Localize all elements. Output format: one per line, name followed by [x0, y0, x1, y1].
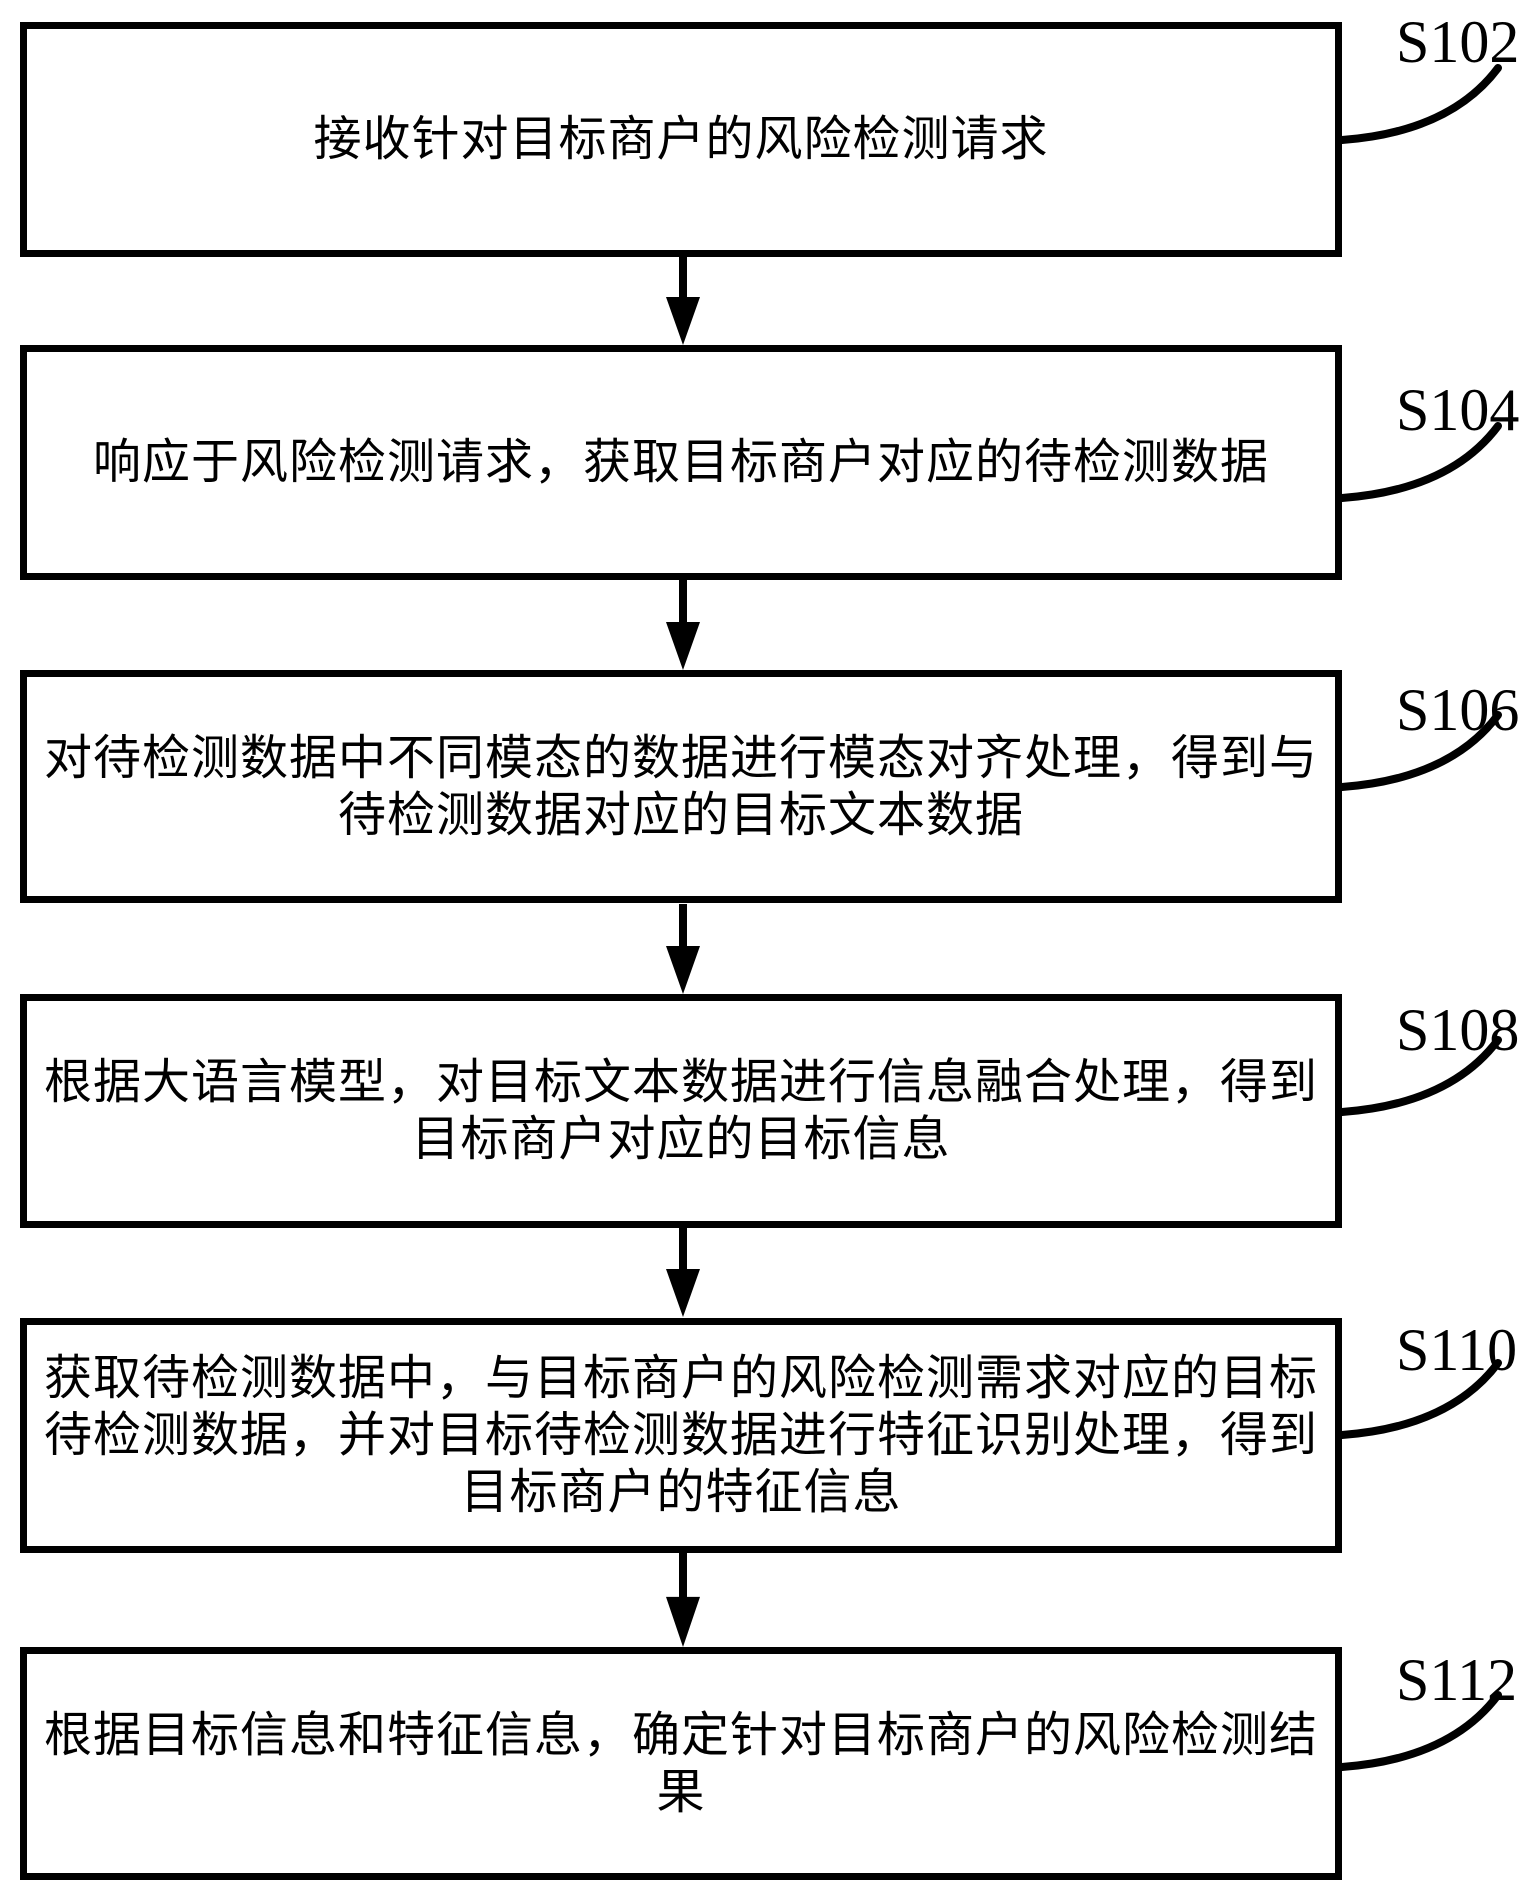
- step-text-line: 果: [656, 1765, 706, 1819]
- down-arrow-icon: [666, 255, 700, 345]
- step-text-line: 目标商户对应的目标信息: [411, 1113, 951, 1166]
- step-connector-curve: [1338, 1036, 1502, 1116]
- step-connector-curve: [1338, 1691, 1502, 1771]
- step-box-s112: 根据目标信息和特征信息，确定针对目标商户的风险检测结果: [20, 1647, 1342, 1880]
- step-label-s102: S102: [1396, 9, 1520, 75]
- step-text-line: 响应于风险检测请求，获取目标商户对应的待检测数据: [92, 436, 1269, 489]
- step-text-line: 根据目标信息和特征信息，确定针对目标商户的风险检测结: [43, 1708, 1318, 1762]
- step-box-s102: 接收针对目标商户的风险检测请求: [20, 22, 1342, 257]
- step-text-line: 获取待检测数据中，与目标商户的风险检测需求对应的目标: [43, 1352, 1318, 1405]
- step-connector-curve: [1338, 64, 1502, 144]
- step-text-line: 目标商户的特征信息: [460, 1466, 902, 1519]
- step-label-s108: S108: [1396, 997, 1520, 1063]
- down-arrow-icon: [666, 1227, 700, 1317]
- step-connector-curve: [1338, 422, 1502, 502]
- step-box-s106: 对待检测数据中不同模态的数据进行模态对齐处理，得到与待检测数据对应的目标文本数据: [20, 670, 1342, 903]
- step-text-line: 接收针对目标商户的风险检测请求: [313, 113, 1049, 166]
- step-connector-curve: [1338, 711, 1502, 791]
- down-arrow-icon: [666, 1553, 700, 1647]
- step-text-line: 待检测数据对应的目标文本数据: [337, 788, 1024, 842]
- down-arrow-icon: [666, 580, 700, 670]
- step-box-s104: 响应于风险检测请求，获取目标商户对应的待检测数据: [20, 345, 1342, 580]
- step-text-line: 待检测数据，并对目标待检测数据进行特征识别处理，得到: [43, 1409, 1318, 1462]
- down-arrow-icon: [666, 904, 700, 994]
- step-box-s108: 根据大语言模型，对目标文本数据进行信息融合处理，得到目标商户对应的目标信息: [20, 994, 1342, 1228]
- step-text-line: 根据大语言模型，对目标文本数据进行信息融合处理，得到: [43, 1056, 1318, 1109]
- step-box-s110: 获取待检测数据中，与目标商户的风险检测需求对应的目标待检测数据，并对目标待检测数…: [20, 1318, 1342, 1553]
- step-text-line: 对待检测数据中不同模态的数据进行模态对齐处理，得到与: [43, 731, 1318, 785]
- step-connector-curve: [1338, 1359, 1502, 1439]
- step-label-s106: S106: [1396, 677, 1520, 743]
